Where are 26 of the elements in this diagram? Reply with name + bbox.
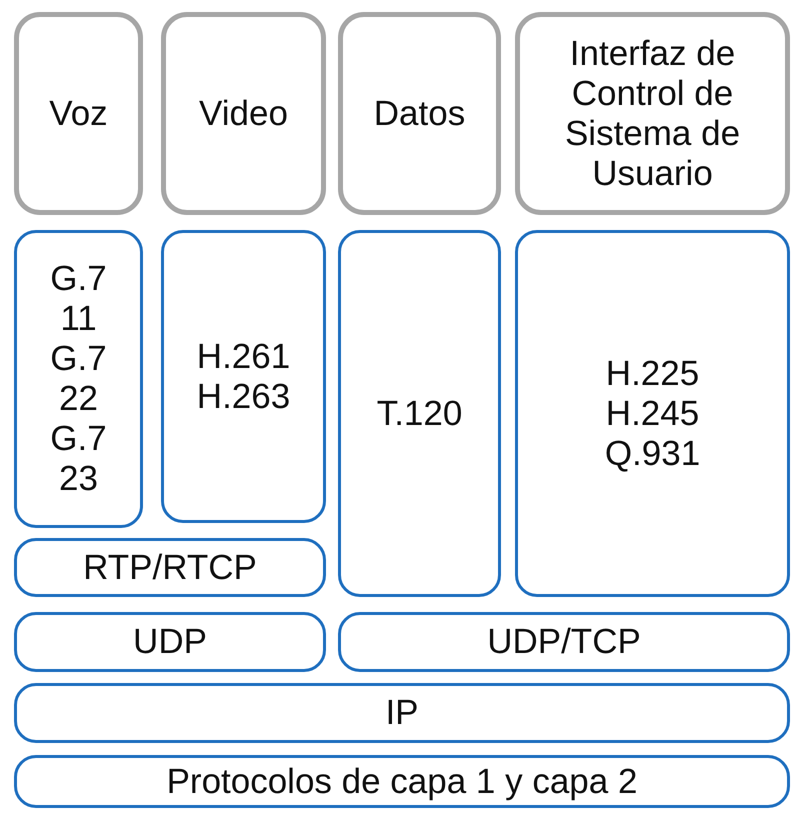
app-layer-box [515,12,790,215]
layer-label: T.120 [376,394,462,434]
layer-label: IP [385,693,419,733]
protocol-layer-bar [14,755,790,808]
layer-label: Protocolos de capa 1 y capa 2 [166,762,638,802]
layer-label: Datos [374,94,466,134]
protocol-box [338,230,501,597]
layer-label: H.261 H.263 [196,336,292,416]
protocol-layer-bar [14,612,326,672]
protocol-layer-bar [338,612,790,672]
layer-label: Interfaz de Control de Sistema de Usuario [564,34,742,194]
protocol-layer-bar [14,683,790,743]
layer-label: UDP/TCP [487,622,641,662]
layer-label: H.225 H.245 Q.931 [604,354,702,474]
layer-label: G.711 G.722 G.723 [49,259,108,499]
codec-box [14,230,143,528]
app-layer-box [14,12,143,215]
protocol-layer-bar [14,538,326,597]
app-layer-box [161,12,326,215]
protocol-box [515,230,790,597]
app-layer-box [338,12,501,215]
layer-label: RTP/RTCP [83,548,257,588]
layer-label: Voz [49,94,108,134]
layer-label: Video [199,94,288,134]
codec-box [161,230,326,523]
layer-label: UDP [133,622,207,662]
